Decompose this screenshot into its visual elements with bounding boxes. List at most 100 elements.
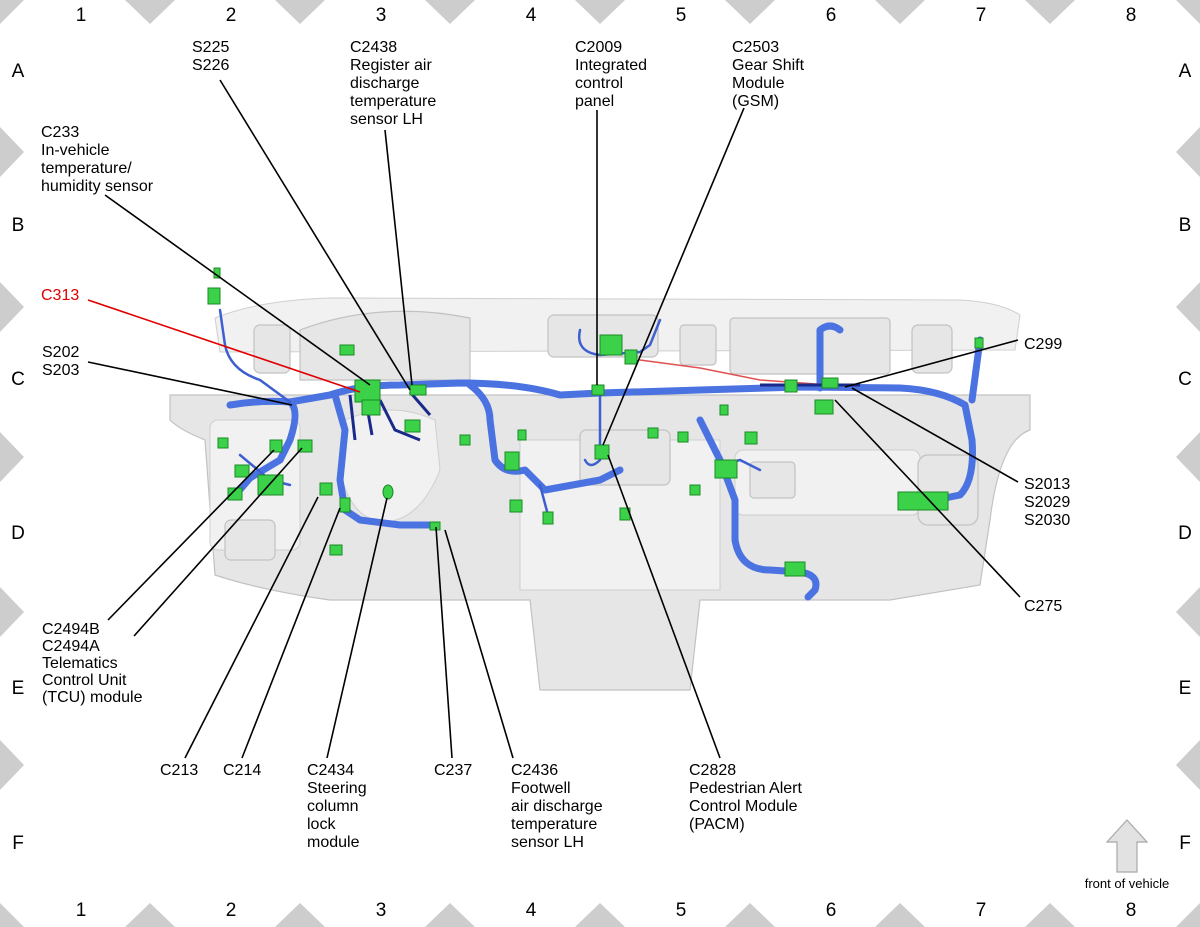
control-panel bbox=[579, 429, 671, 486]
grid-row-f: F bbox=[12, 833, 24, 854]
grid-marker bbox=[725, 0, 775, 24]
grid-marker bbox=[125, 0, 175, 24]
connector bbox=[509, 499, 523, 513]
label-c213: C213 bbox=[160, 762, 198, 779]
connector bbox=[269, 439, 283, 453]
connector bbox=[689, 484, 701, 496]
leader-c275 bbox=[834, 399, 1021, 598]
grid-marker bbox=[0, 587, 24, 637]
leader-c2434 bbox=[326, 497, 388, 759]
grid-marker bbox=[725, 903, 775, 927]
grid-marker bbox=[875, 0, 925, 24]
label-s225-s226: S225 S226 bbox=[192, 39, 234, 74]
leader-c233 bbox=[104, 194, 371, 386]
grid-row-c: C bbox=[1178, 369, 1192, 390]
grid-row-f: F bbox=[1179, 833, 1191, 854]
grid-column-labels-bottom: 1 2 3 4 5 6 7 8 bbox=[76, 900, 1137, 921]
grid-marker bbox=[1176, 432, 1200, 482]
grid-col-3: 3 bbox=[376, 5, 387, 26]
grid-column-labels-top: 1 2 3 4 5 6 7 8 bbox=[76, 5, 1137, 26]
label-c2828: C2828 Pedestrian Alert Control Module (P… bbox=[689, 762, 806, 833]
connector bbox=[339, 344, 355, 356]
leader-c214 bbox=[241, 507, 341, 759]
label-c214: C214 bbox=[223, 762, 261, 779]
grid-row-b: B bbox=[1179, 215, 1192, 236]
connector bbox=[234, 464, 250, 478]
grid-row-labels-left: A B C D E F bbox=[11, 61, 25, 854]
right-lower-branch bbox=[696, 416, 820, 601]
grid-marker bbox=[0, 740, 24, 790]
grid-col-2: 2 bbox=[226, 5, 237, 26]
connector bbox=[591, 384, 605, 396]
grid-col-5: 5 bbox=[676, 5, 687, 26]
main-harness-trunk bbox=[226, 379, 976, 504]
connectors bbox=[207, 267, 984, 577]
connector-c214 bbox=[319, 482, 333, 496]
label-s202-s203: S202 S203 bbox=[42, 344, 84, 379]
leader-c2438 bbox=[384, 129, 413, 386]
pacm-branch bbox=[583, 391, 602, 467]
leader-c213 bbox=[184, 496, 319, 759]
grid-marker bbox=[0, 282, 24, 332]
grid-col-1: 1 bbox=[76, 5, 87, 26]
label-c299: C299 bbox=[1024, 336, 1062, 353]
grid-col-8: 8 bbox=[1126, 5, 1137, 26]
leader-c2436 bbox=[444, 529, 514, 759]
leader-s225 bbox=[219, 79, 411, 391]
connector-c237 bbox=[429, 521, 441, 531]
grid-row-b: B bbox=[12, 215, 25, 236]
grid-row-d: D bbox=[1178, 523, 1192, 544]
grid-col-4: 4 bbox=[526, 900, 537, 921]
grid-marker bbox=[275, 0, 325, 24]
grid-row-e: E bbox=[1179, 678, 1192, 699]
grid-col-7: 7 bbox=[976, 5, 987, 26]
label-c2438: C2438 Register air discharge temperature… bbox=[350, 39, 441, 128]
grid-col-4: 4 bbox=[526, 5, 537, 26]
center-vent bbox=[679, 324, 717, 366]
grid-marker bbox=[425, 903, 475, 927]
leader-lines bbox=[87, 79, 1021, 759]
connector-c299 bbox=[821, 377, 839, 389]
grid-marker bbox=[1176, 0, 1200, 24]
connector-c275 bbox=[814, 399, 834, 415]
right-vent bbox=[911, 324, 953, 374]
temp-sensor-branch bbox=[218, 308, 292, 404]
grid-marker bbox=[1176, 587, 1200, 637]
label-c275: C275 bbox=[1024, 598, 1062, 615]
connector bbox=[207, 287, 221, 305]
grid-row-d: D bbox=[11, 523, 25, 544]
up-arrow-icon bbox=[1105, 819, 1149, 873]
leader-s2013 bbox=[851, 387, 1019, 483]
connector bbox=[217, 437, 229, 449]
grid-col-1: 1 bbox=[76, 900, 87, 921]
grid-marker bbox=[875, 903, 925, 927]
label-c2434: C2434 Steering column lock module bbox=[307, 762, 371, 851]
connector bbox=[339, 497, 351, 513]
grid-marker bbox=[0, 127, 24, 177]
glovebox-latch bbox=[749, 461, 796, 499]
grid-marker bbox=[1176, 903, 1200, 927]
grid-row-labels-right: A B C D E F bbox=[1178, 61, 1192, 854]
connector bbox=[897, 491, 949, 511]
grid-marker bbox=[1025, 903, 1075, 927]
leader-c2828 bbox=[607, 454, 721, 759]
connector bbox=[974, 337, 984, 349]
connector bbox=[504, 451, 520, 471]
connector bbox=[714, 459, 738, 479]
connector bbox=[647, 427, 659, 439]
grid-marker bbox=[0, 903, 24, 927]
connector-c2828 bbox=[594, 444, 610, 460]
label-c2009: C2009 Integrated control panel bbox=[575, 39, 652, 110]
connector bbox=[409, 384, 427, 396]
connector bbox=[361, 399, 381, 416]
grid-col-6: 6 bbox=[826, 5, 837, 26]
grid-row-c: C bbox=[11, 369, 25, 390]
grid-marker bbox=[1176, 282, 1200, 332]
grid-marker bbox=[575, 903, 625, 927]
leader-c313 bbox=[87, 299, 361, 393]
grid-col-2: 2 bbox=[226, 900, 237, 921]
front-of-vehicle-indicator: front of vehicle bbox=[1085, 819, 1169, 891]
